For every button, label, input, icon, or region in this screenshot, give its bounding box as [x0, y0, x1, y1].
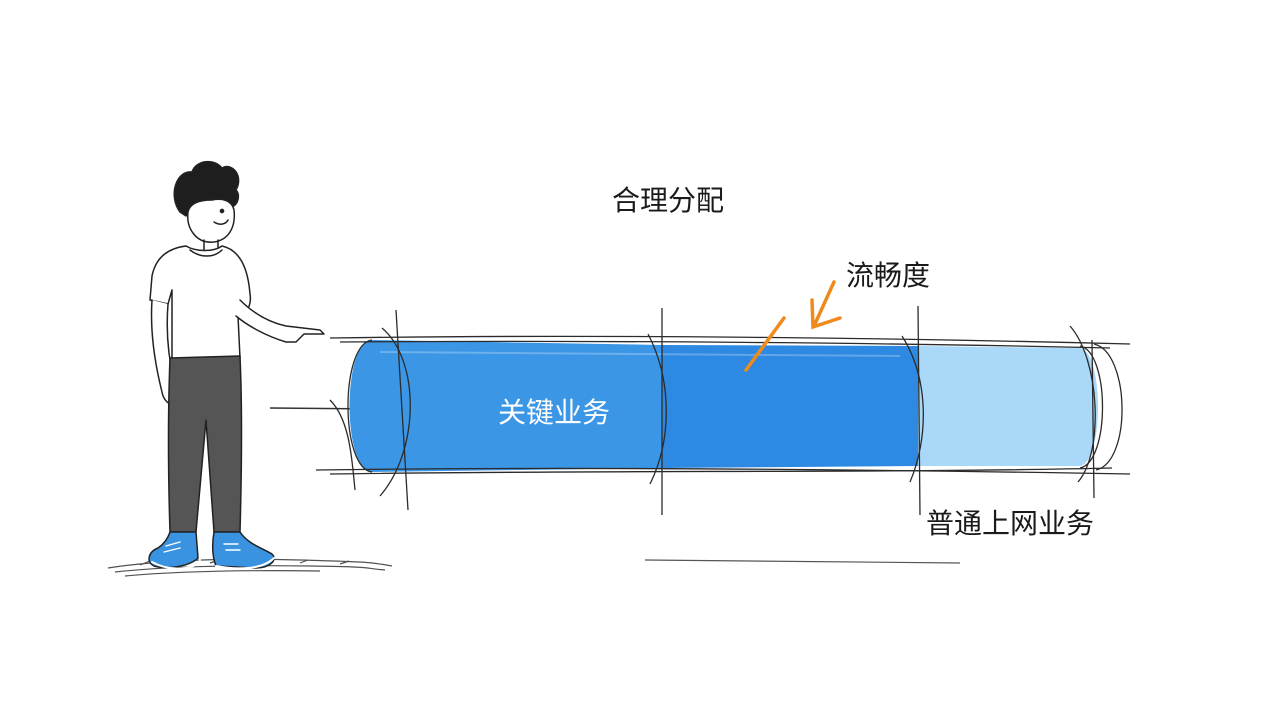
- pipe-highlight: [379, 351, 901, 357]
- segment-dividers: [395, 305, 1095, 516]
- normal-traffic-label: 普通上网业务: [926, 507, 1095, 540]
- speed-stroke: [744, 316, 786, 372]
- bandwidth-pipe: [315, 305, 1131, 516]
- pipe-segment-normal: [918, 346, 1098, 466]
- speed-marks: [744, 280, 842, 372]
- base-line: [644, 559, 961, 564]
- right-shoe: [211, 531, 275, 569]
- key-business-label: 关键业务: [498, 396, 611, 429]
- smoothness-label: 流畅度: [846, 259, 931, 292]
- pipe-segment-middle: [662, 345, 918, 468]
- shoe-laces: [163, 541, 241, 553]
- pipe-segment-key: [349, 340, 662, 472]
- t-shirt: [149, 245, 252, 361]
- arrow-icon: [810, 280, 842, 330]
- pants: [167, 355, 243, 533]
- diagram-title: 合理分配: [612, 184, 725, 217]
- person-figure: [148, 160, 325, 570]
- pipe-outline: [315, 325, 1131, 497]
- pointing-arm: [235, 299, 325, 343]
